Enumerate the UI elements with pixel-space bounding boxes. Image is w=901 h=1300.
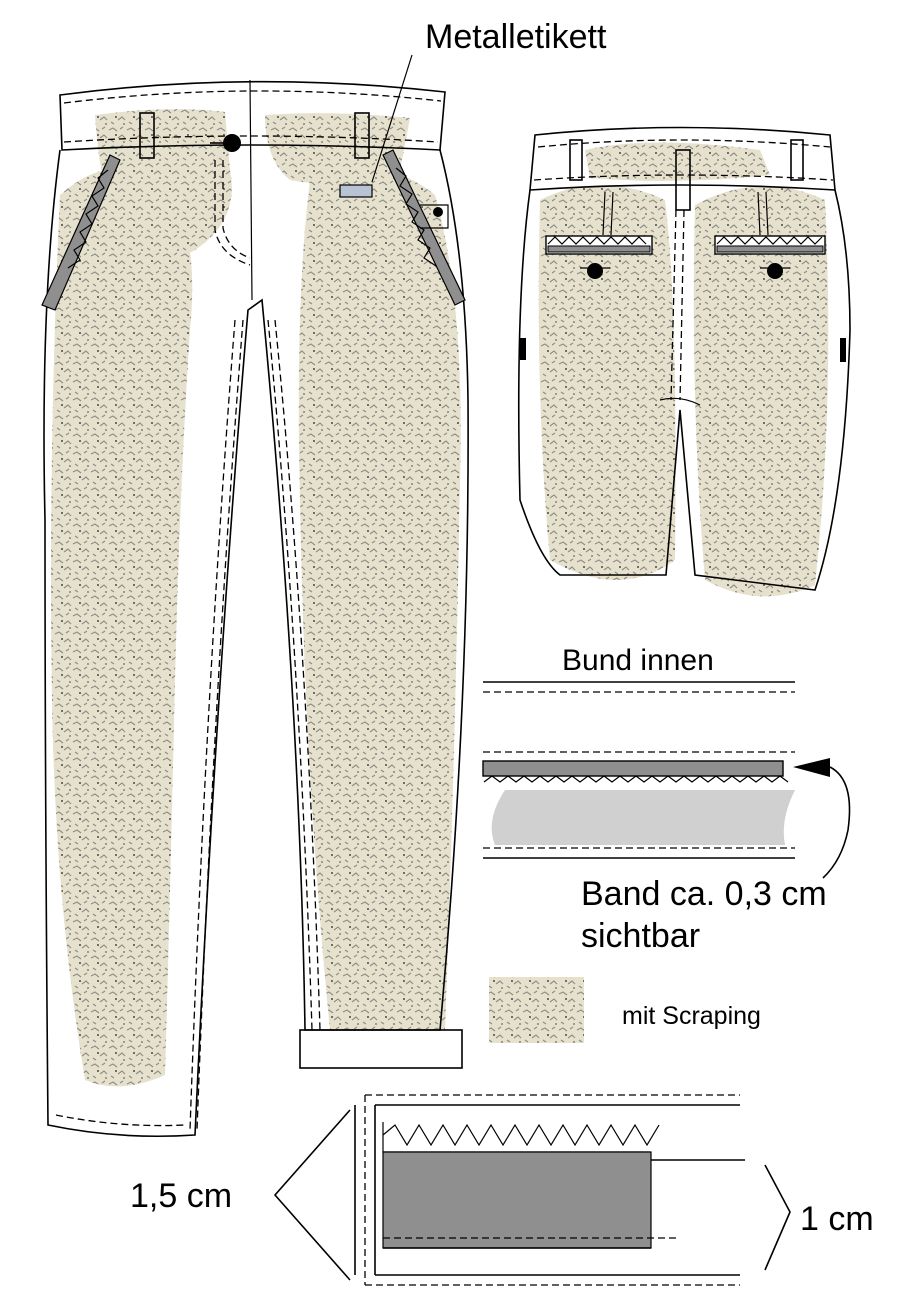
- scraping-area: [298, 168, 461, 1030]
- scraping-area: [693, 186, 829, 597]
- dimension-right: 1 cm: [800, 1200, 874, 1238]
- scraping-area: [265, 113, 410, 184]
- chevron-icon: [764, 1164, 791, 1271]
- waistband-inside-detail: Bund innen: [482, 644, 851, 879]
- rivet-icon: [433, 207, 443, 217]
- scraping-area: [538, 185, 676, 580]
- metal-label-leader: [371, 54, 413, 183]
- metal-label-caption: Metalletikett: [425, 18, 607, 56]
- button-icon: [767, 263, 783, 279]
- back-pants-outline: [517, 189, 851, 591]
- waistband-inside-title: Bund innen: [562, 644, 714, 677]
- arrow-icon: [793, 758, 830, 777]
- chevron-icon: [273, 1109, 351, 1281]
- hem-tape-band: [382, 1151, 652, 1249]
- back-view: [517, 126, 851, 597]
- scraping-swatch: [489, 977, 584, 1043]
- tape-visible-note-line1: Band ca. 0,3 cm: [581, 875, 827, 913]
- front-pants-outline: [43, 149, 469, 1138]
- pocket-piping: [41, 154, 121, 311]
- scraping-area: [51, 168, 193, 1087]
- tape-strip: [482, 760, 784, 777]
- scraping-area: [585, 142, 770, 181]
- hem-detail: [273, 1094, 791, 1286]
- lining-area: [491, 790, 795, 845]
- tape-visible-note-line2: sichtbar: [581, 917, 700, 955]
- dimension-left: 1,5 cm: [130, 1177, 232, 1215]
- metal-label-plate: [339, 184, 373, 198]
- cuff: [299, 1029, 463, 1069]
- belt-loop: [139, 112, 155, 159]
- button-icon: [223, 134, 241, 152]
- scraping-legend-label: mit Scraping: [622, 1002, 761, 1030]
- button-icon: [587, 263, 603, 279]
- front-view: [41, 54, 469, 1138]
- belt-loop: [354, 112, 370, 159]
